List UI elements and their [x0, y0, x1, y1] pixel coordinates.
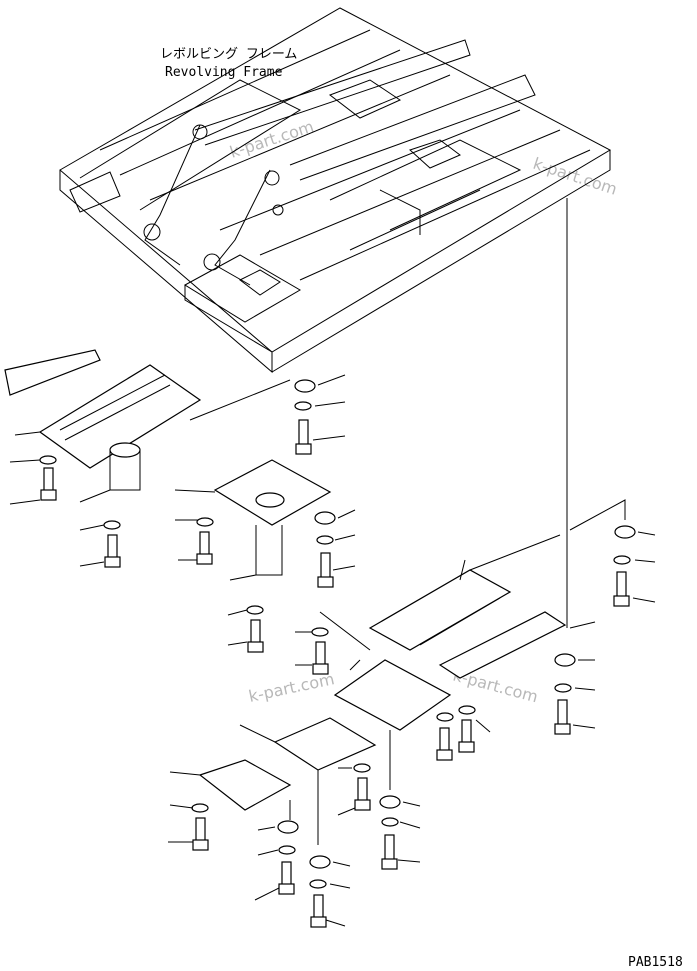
washer: [311, 627, 329, 637]
bolt-head: [554, 723, 571, 735]
cover-group-lower-left: [168, 717, 377, 928]
cover-plate: [273, 717, 377, 771]
frame-label-en: Revolving Frame: [165, 65, 283, 80]
bolt: [384, 834, 395, 862]
bolt: [439, 727, 450, 753]
nut: [294, 379, 316, 393]
washer: [613, 555, 631, 565]
bolt-head: [354, 799, 371, 811]
bolt-head: [40, 489, 57, 501]
bolt: [315, 641, 326, 667]
cover-group-left: [4, 349, 291, 568]
bolt: [43, 467, 54, 493]
cover-plate: [198, 759, 292, 811]
washer: [316, 535, 334, 545]
watermark: k-part.com: [247, 669, 336, 706]
watermark: k-part.com: [531, 154, 620, 199]
bolt-head: [278, 883, 295, 895]
hole: [109, 442, 141, 458]
washer: [103, 520, 121, 530]
seal-strip: [4, 349, 101, 396]
bolt-group-upper: [294, 374, 346, 455]
washer: [196, 517, 214, 527]
frame-label-jp: レボルビング フレーム: [160, 47, 297, 62]
bolt-head: [317, 576, 334, 588]
bolt: [320, 552, 331, 580]
bolt-head: [312, 663, 329, 675]
bolt-head: [458, 741, 475, 753]
washer: [309, 879, 327, 889]
bolt-head: [310, 916, 327, 928]
washer: [436, 712, 454, 722]
bolt: [557, 699, 568, 727]
bolt: [250, 619, 261, 645]
nut: [277, 820, 299, 834]
cover-group-right: [368, 499, 656, 735]
bolt-head: [104, 556, 121, 568]
cover-group-center: [174, 459, 356, 588]
washer: [381, 817, 399, 827]
watermark: k-part.com: [227, 117, 316, 162]
cover-plate: [368, 569, 512, 651]
nut: [554, 653, 576, 667]
drawing-code: PAB1518: [628, 955, 683, 970]
bolt-head: [247, 641, 264, 653]
bolt-head: [436, 749, 453, 761]
bolt: [616, 571, 627, 599]
cover-plate: [333, 659, 452, 731]
revolving-frame: [59, 7, 612, 374]
washer: [554, 683, 572, 693]
cover-group-lower-center: [333, 659, 491, 870]
bolt: [357, 777, 368, 803]
bolt-head: [196, 553, 213, 565]
washer: [458, 705, 476, 715]
bolt-group-middle-left: [227, 605, 371, 675]
bolt: [199, 531, 210, 557]
washer: [353, 763, 371, 773]
bolt: [281, 861, 292, 887]
bolt-head: [295, 443, 312, 455]
nut: [614, 525, 636, 539]
washer: [294, 401, 312, 411]
bolt-head: [192, 839, 209, 851]
bolt: [313, 894, 324, 920]
nut: [314, 511, 336, 525]
washer: [191, 803, 209, 813]
cover-plate: [438, 611, 567, 679]
bolt-head: [613, 595, 630, 607]
nut: [309, 855, 331, 869]
bolt: [461, 719, 472, 745]
washer: [246, 605, 264, 615]
nut: [379, 795, 401, 809]
bolt: [298, 419, 309, 447]
bolt: [195, 817, 206, 843]
washer: [278, 845, 296, 855]
washer: [39, 455, 57, 465]
hole: [255, 492, 285, 508]
bolt-head: [381, 858, 398, 870]
bolt: [107, 534, 118, 560]
